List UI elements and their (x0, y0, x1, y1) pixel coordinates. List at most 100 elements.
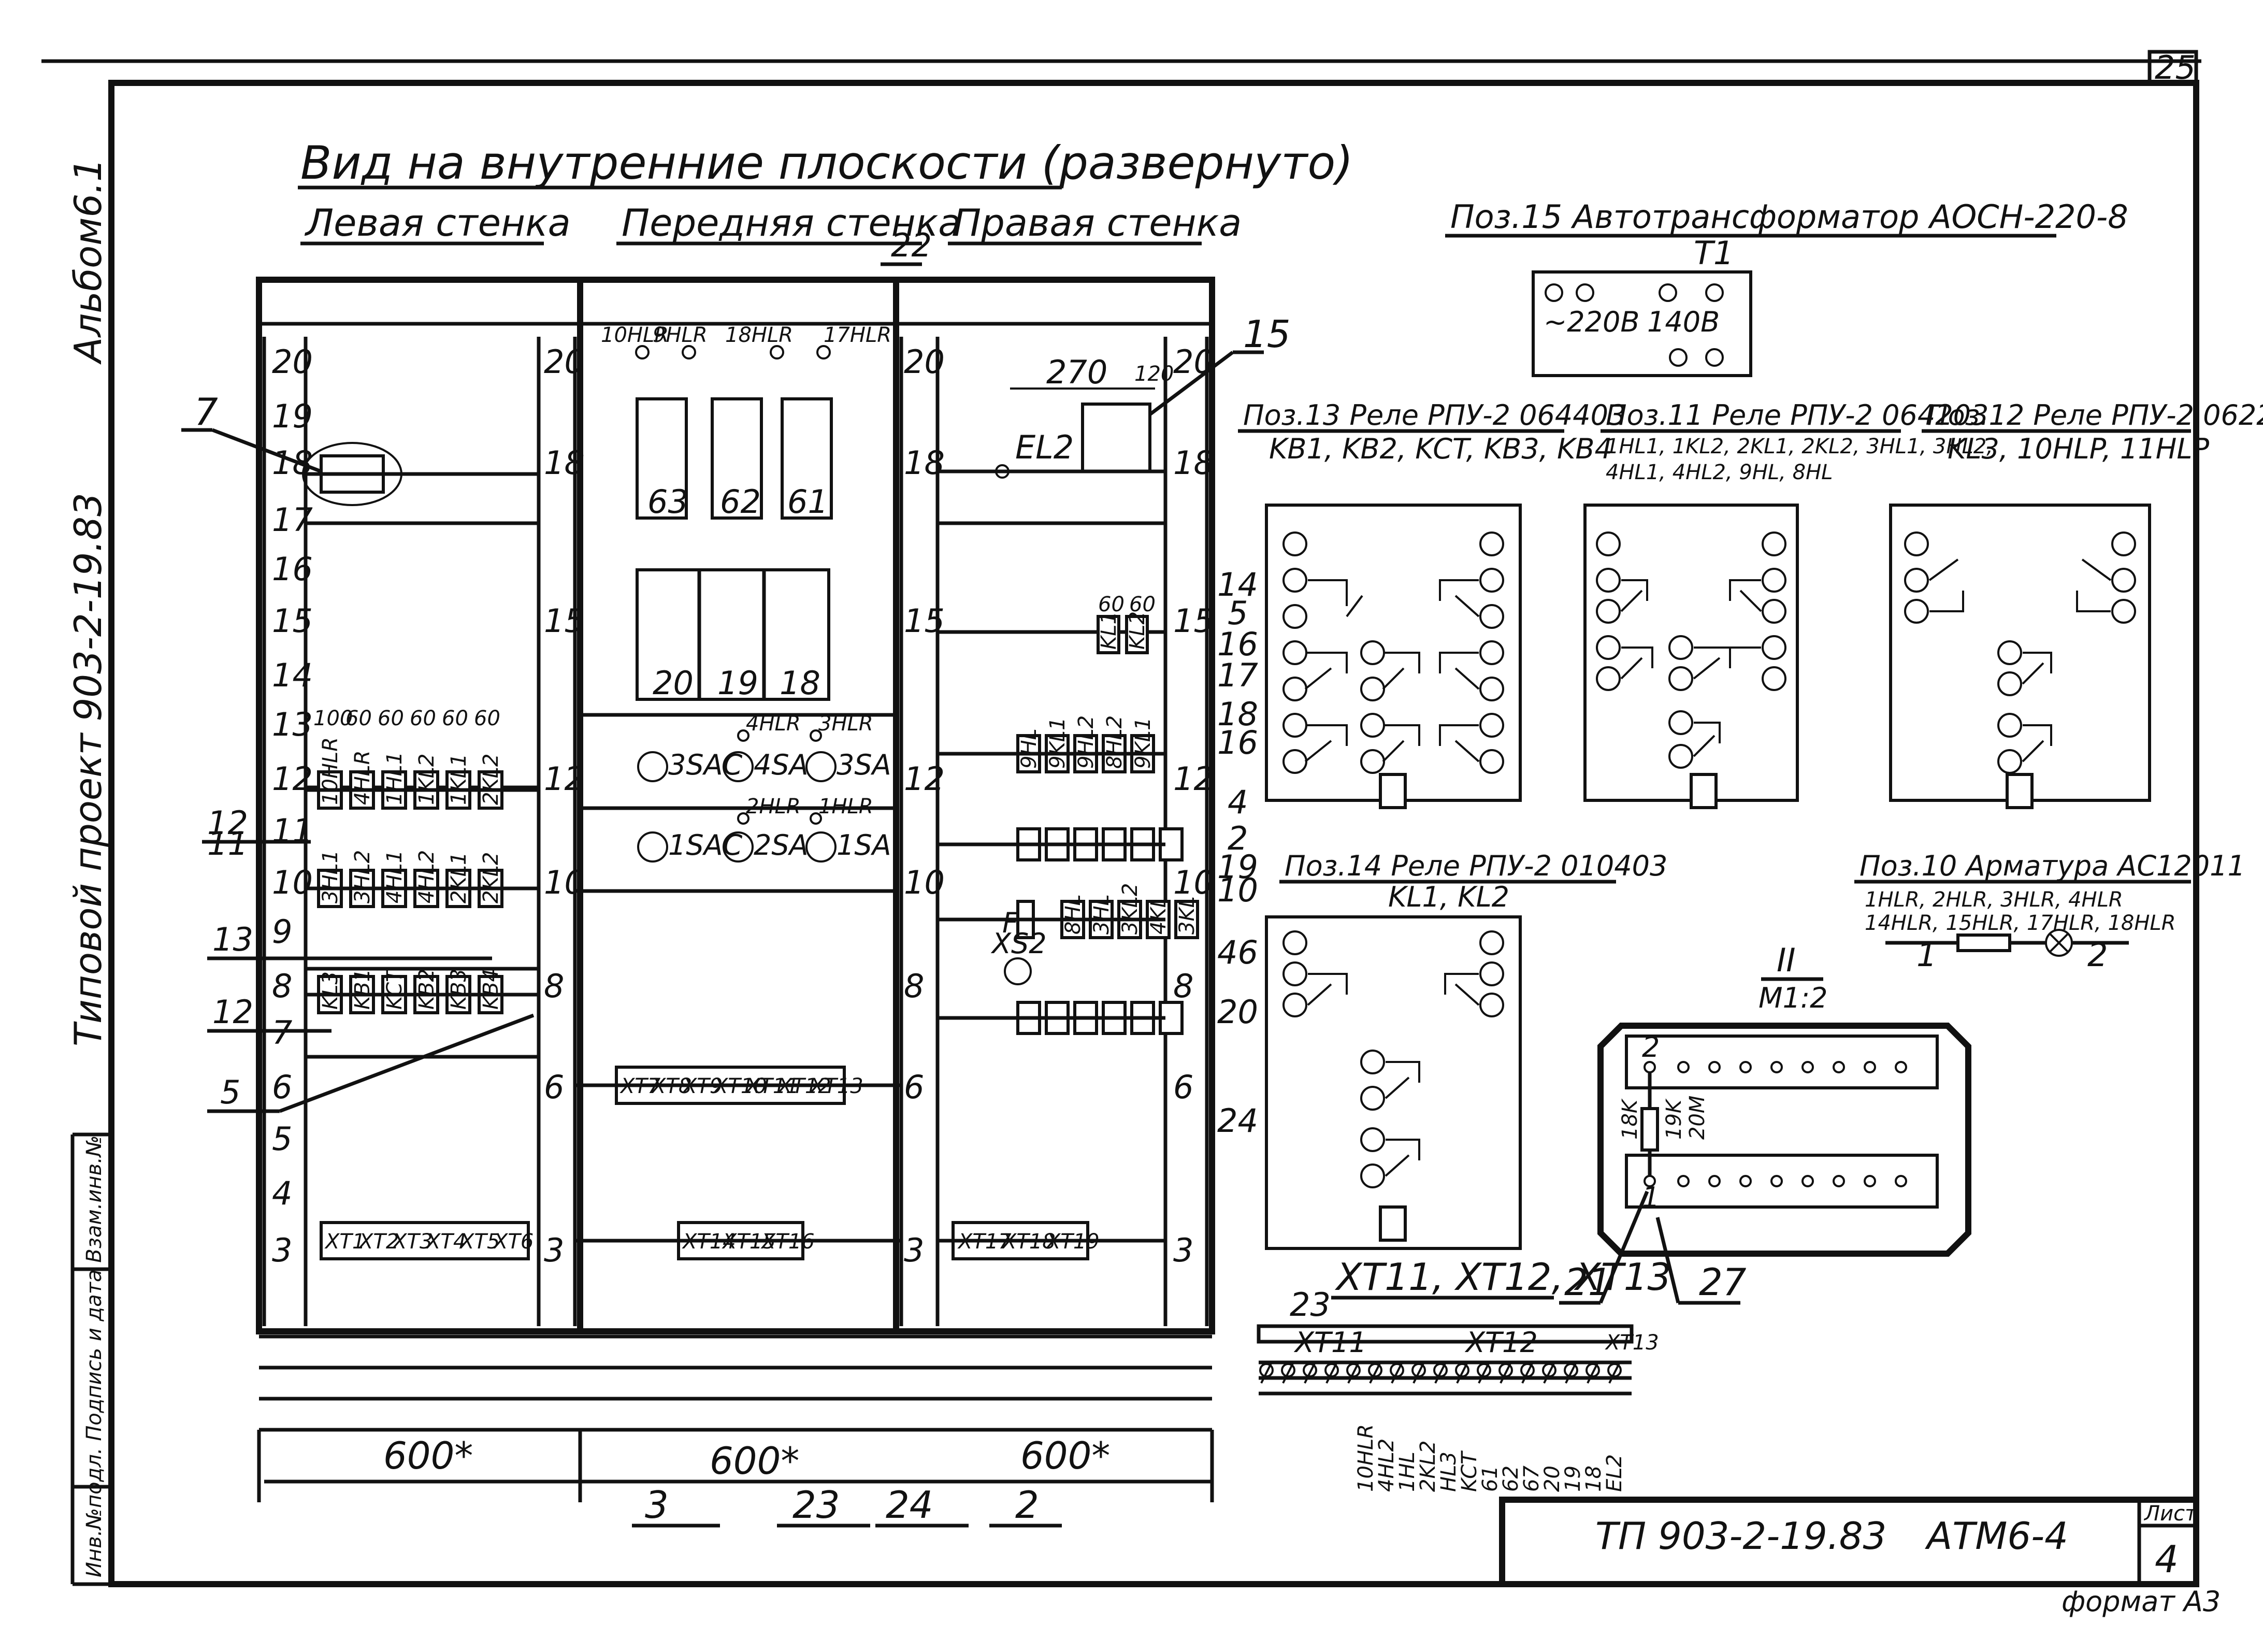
detail-pin-top: 2 (1642, 1031, 1660, 1064)
terminal-label: XT3 (392, 1230, 433, 1254)
rail-number: 8 (904, 967, 924, 1005)
left-relay-label: 3HL1 (319, 850, 342, 903)
left-relay: 2KL2 (478, 852, 503, 908)
autotransformer-output: 140В (1647, 306, 1720, 338)
rail-number: 9 (272, 913, 292, 951)
album-label: Альбом6.1 (66, 158, 110, 365)
callout-46: 46 (1217, 933, 1258, 971)
strip-pin-mark (1369, 1362, 1381, 1384)
right-relay: 3KL (1174, 896, 1199, 939)
left-relay: 4HL2 (413, 850, 439, 908)
strip-pin-mark (1434, 1362, 1447, 1384)
right-relay: 9HL2 (1073, 715, 1098, 773)
relay13-tags: KB1, KB2, KCT, KB3, KB4 (1269, 433, 1612, 465)
relay-number: 19 (717, 664, 758, 702)
strip-pin-mark (1565, 1362, 1577, 1384)
left-relay: 10HLR (317, 737, 343, 810)
rail-number: 20 (1173, 343, 1214, 381)
left-relay: KB4 (478, 969, 503, 1014)
callout-27: 27 (1699, 1260, 1747, 1304)
left-relay: KB3 (445, 969, 471, 1014)
left-relay: KB1 (349, 969, 375, 1014)
strip-pin-mark (1478, 1362, 1490, 1384)
strip-pin-mark (1608, 1362, 1621, 1384)
dim-front: 600* (710, 1439, 799, 1483)
switch-label: 1SAC (668, 829, 743, 861)
right-relay: 9KL1 (1045, 717, 1070, 773)
lamp-label: 1HLR (818, 795, 873, 818)
side-stamp: Инв.№подл. Подпись и дата Взам.инв.№ (82, 1136, 106, 1577)
right-relay: 8HL (1060, 894, 1085, 939)
left-relay: KL3 (317, 971, 343, 1014)
strip-pin (1477, 1363, 1491, 1377)
switch-label: 4SA (754, 749, 809, 781)
callout-24: 24 (886, 1483, 933, 1527)
terminal-label: XT6 (493, 1230, 534, 1254)
rail-number: 8 (544, 967, 564, 1005)
right-relay-label: 3KL2 (1118, 883, 1142, 935)
strip-pin (1368, 1363, 1382, 1377)
strip-pin-mark (1500, 1362, 1512, 1384)
strip-pin (1433, 1363, 1448, 1377)
armature-pin2: 2 (2087, 936, 2108, 974)
rail-number: 18 (1173, 444, 1214, 482)
relay13-box (1265, 504, 1522, 809)
callout-3: 3 (645, 1483, 669, 1527)
dim-left: 600* (383, 1434, 473, 1477)
right-relay: 3KL2 (1117, 883, 1142, 939)
strip-wire-label: 10HLR (1354, 1424, 1378, 1492)
callout-4: 4 (1228, 783, 1248, 821)
rail-number: 10 (544, 864, 585, 901)
relay-headers: Поз.13 Реле РПУ-2 064403 KB1, KB2, KCT, … (1238, 399, 2263, 913)
rail-number: 15 (272, 602, 313, 640)
left-relay: 4HL1 (381, 850, 407, 908)
terminal-label: XT5 (459, 1230, 500, 1254)
callout-23: 23 (792, 1483, 840, 1527)
strip-pin (1281, 1363, 1295, 1377)
small-dim: 60 (1129, 593, 1156, 616)
strip-pin-mark (1456, 1362, 1468, 1384)
lamp-label: 4HLR (746, 712, 801, 736)
right-relay: 9KL1 (1130, 717, 1155, 773)
strip-wire-label: 20 (1540, 1466, 1564, 1492)
dim-270: 270 (1046, 353, 1107, 391)
rail-number: 3 (904, 1231, 924, 1269)
left-relay-label: KB4 (479, 969, 503, 1010)
right-relay-label: 9HL2 (1074, 715, 1098, 769)
armature: Поз.10 Арматура АС12011 1HLR, 2HLR, 3HLR… (1854, 850, 2245, 974)
left-relay-label: 1KL1 (447, 754, 471, 805)
autotransformer-title: Поз.15 Автотрансформатор АОСН-220-8 (1450, 198, 2128, 236)
socket-label: XS2 (990, 927, 1047, 960)
view-title: Вид на внутренние плоскости (развернуто) (300, 136, 1353, 190)
relay11-tags-1: 1HL1, 1KL2, 2KL1, 2KL2, 3HL1, 3HL2, (1606, 435, 1993, 458)
strip-pin-mark (1304, 1362, 1316, 1384)
callout-16: 16 (1217, 625, 1258, 663)
strip-pin (1542, 1363, 1556, 1377)
cabinet-panels: 600* 600* 600* (256, 277, 1215, 1502)
strip-group-2: XT12 (1464, 1326, 1538, 1359)
detail-mark: II (1777, 941, 1796, 979)
relay14-box (1265, 915, 1522, 1250)
project-code: ТП 903-2-19.83 (1595, 1514, 1886, 1558)
rail-number: 12 (544, 760, 585, 798)
callout-22: 22 (891, 226, 932, 264)
strip-wire-label: KCT (1458, 1450, 1481, 1492)
detail-view: II М1:2 2 1 18K 19K 20M 21 27 (1559, 941, 1971, 1305)
right-relay-label: KL2 (1126, 611, 1149, 650)
relay-number: 20 (653, 664, 694, 702)
relay-width: 100 (313, 707, 353, 730)
rail-number: 18 (544, 444, 585, 482)
dim-right: 600* (1020, 1434, 1110, 1477)
rail-numbers-front-right: 20 18 15 12 10 8 6 3 (904, 343, 945, 1269)
terminal-label: XT1 (324, 1230, 365, 1254)
relay13-title: Поз.13 Реле РПУ-2 064403 (1243, 399, 1626, 432)
format-label: формат А3 (2062, 1585, 2221, 1618)
strip-pin (1390, 1363, 1404, 1377)
relay14-title: Поз.14 Реле РПУ-2 010403 (1285, 850, 1667, 882)
strip-pin-mark (1347, 1362, 1360, 1384)
terminal-strip: XT11, XT12, XT13 23 XT11 XT12 XT13 (1257, 1255, 1671, 1396)
left-relay-label: 3HL2 (351, 850, 374, 903)
